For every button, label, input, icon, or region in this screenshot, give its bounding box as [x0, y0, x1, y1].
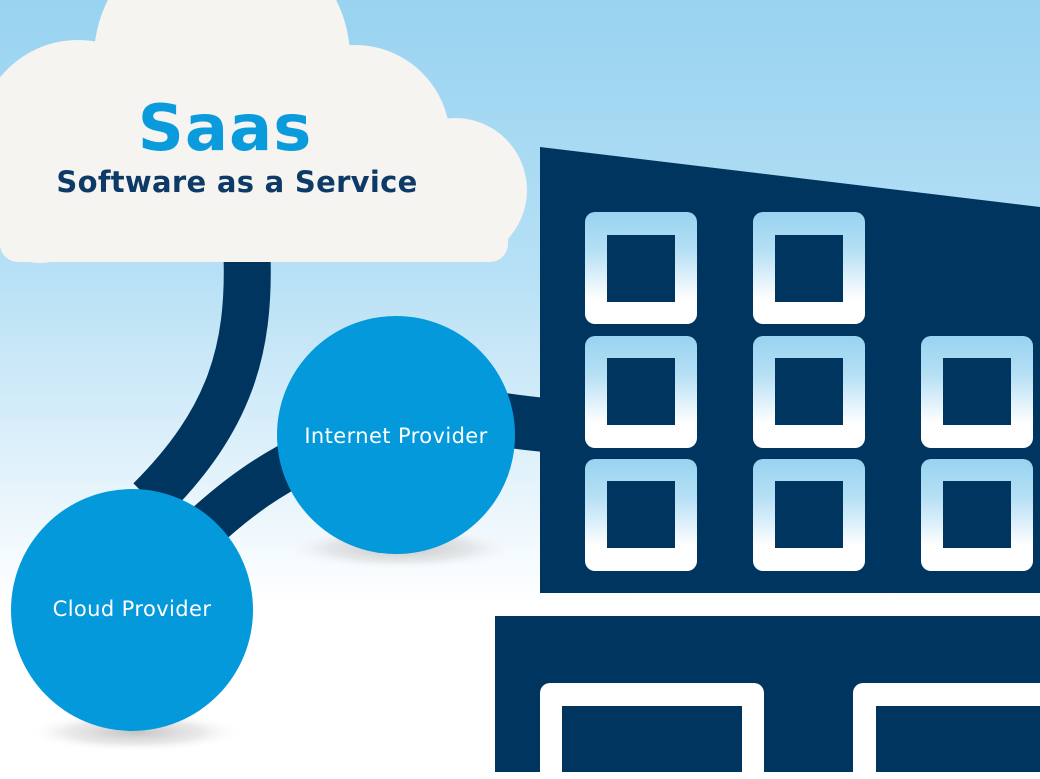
internet-provider-node	[277, 316, 515, 554]
internet-provider-label: Internet Provider	[304, 424, 488, 448]
cloud-provider-shadow	[25, 712, 245, 752]
cloud-icon	[0, 0, 527, 263]
office-building-icon	[495, 147, 1040, 779]
bottom-edge	[495, 772, 1040, 774]
building-window-panes	[607, 235, 1011, 548]
cloud-provider-node	[11, 489, 253, 731]
diagram-title: Saas	[137, 92, 313, 166]
building-lower-panes	[562, 706, 1040, 772]
diagram-subtitle: Software as a Service	[56, 165, 418, 199]
cloud-provider-label: Cloud Provider	[52, 597, 212, 621]
connector-cloud-to-cloud-provider	[133, 254, 271, 517]
